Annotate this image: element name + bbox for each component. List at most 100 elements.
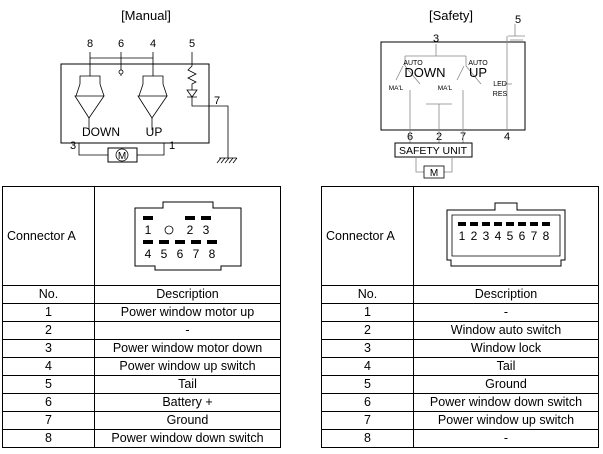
safety-motor-label: M	[430, 168, 438, 179]
connector-b-face-icon: 1 2 3 4 5 6 7 8	[446, 202, 566, 267]
pin-7-label: 7	[192, 247, 199, 261]
manual-terminal-6: 6	[118, 38, 124, 50]
row-description: Window lock	[413, 339, 599, 358]
connector-name: Connector A	[321, 186, 414, 286]
pin-7-label: 7	[531, 229, 538, 243]
pin-4-slot	[494, 222, 502, 226]
connector-name: Connector A	[2, 186, 95, 286]
row-no: 8	[321, 429, 414, 448]
connector-picture: 1 2 3 4 5 6 7 8	[413, 186, 599, 286]
manual-terminal-node	[118, 69, 124, 75]
connector-table-manual: Connector A 1 2 3 4 5 6 7 8	[2, 186, 281, 448]
manual-terminal-4: 4	[150, 38, 156, 50]
manual-resistor	[187, 65, 197, 90]
table-row: 1-	[321, 303, 599, 322]
safety-top-bus	[404, 44, 467, 66]
row-description: -	[94, 321, 281, 340]
pin-1-slot	[458, 222, 466, 226]
row-no: 6	[321, 393, 414, 412]
pin-6-label: 6	[176, 247, 183, 261]
header-no: No.	[2, 285, 95, 304]
safety-down-label: DOWN	[404, 65, 445, 80]
manual-motor-leads	[78, 143, 165, 156]
pin-8-label: 8	[208, 247, 215, 261]
manual-terminal-5: 5	[189, 38, 195, 50]
manual-terminal-1: 1	[169, 140, 175, 152]
safety-manual-right: MA'L	[438, 85, 453, 92]
row-no: 7	[2, 411, 95, 430]
connector-a-outline	[134, 201, 241, 271]
safety-title: [Safety]	[429, 8, 473, 23]
safety-auto-right: AUTO	[468, 60, 488, 67]
manual-terminal-7: 7	[214, 95, 220, 107]
table-header: No. Description	[2, 285, 281, 304]
pin-7-slot	[190, 240, 201, 244]
connector-b-outline-outer	[446, 202, 566, 267]
manual-up-switch	[137, 75, 168, 119]
header-description: Description	[94, 285, 281, 304]
safety-manual-left: MA'L	[389, 85, 404, 92]
pin-3-label: 3	[483, 229, 490, 243]
safety-up-label: UP	[469, 65, 487, 80]
pin-2-label: 2	[186, 223, 193, 237]
pin-3-label: 3	[202, 223, 209, 237]
manual-terminal-3: 3	[70, 140, 76, 152]
safety-terminal-3: 3	[433, 33, 439, 45]
table-header: No. Description	[321, 285, 599, 304]
row-description: Battery +	[94, 393, 281, 412]
row-no: 7	[321, 411, 414, 430]
pin-1-label: 1	[459, 229, 466, 243]
safety-res-label: RES	[493, 91, 508, 98]
manual-title: [Manual]	[121, 8, 171, 23]
pin-3-slot	[482, 222, 490, 226]
row-no: 1	[321, 303, 414, 322]
connector-a-face-icon: 1 2 3 4 5 6 7 8	[134, 201, 241, 271]
table-row: 8-	[321, 429, 599, 448]
safety-unit-box	[394, 142, 473, 158]
row-no: 5	[2, 375, 95, 394]
row-no: 4	[2, 357, 95, 376]
pin-6-slot	[174, 240, 185, 244]
pin-3-slot	[200, 216, 211, 220]
pin-8-slot	[206, 240, 217, 244]
pin-4-slot	[142, 240, 153, 244]
row-no: 3	[2, 339, 95, 358]
manual-terminal-8: 8	[87, 38, 93, 50]
row-description: -	[413, 303, 599, 322]
pin-8-slot	[542, 222, 550, 226]
pin-1-slot	[142, 216, 153, 220]
row-description: Ground	[413, 375, 599, 394]
row-no: 1	[2, 303, 95, 322]
manual-schematic: [Manual] 8 6 4 5 7 3 1 DOWN UP M	[60, 8, 238, 164]
safety-unit-label: SAFETY UNIT	[399, 145, 468, 157]
row-no: 2	[321, 321, 414, 340]
pin-6-slot	[518, 222, 526, 226]
manual-motor-label: M	[118, 151, 126, 162]
row-description: Tail	[94, 375, 281, 394]
pin-6-label: 6	[519, 229, 526, 243]
safety-schematic: [Safety] 3 5 6 2 7 4 AUTO AUTO DOWN UP M…	[380, 8, 526, 179]
manual-diode	[186, 89, 207, 107]
row-description: Power window up switch	[413, 411, 599, 430]
safety-led-label: LED	[493, 81, 507, 88]
manual-down-label: DOWN	[82, 125, 120, 139]
safety-auto-left: AUTO	[403, 60, 423, 67]
row-description: Tail	[413, 357, 599, 376]
row-no: 6	[2, 393, 95, 412]
safety-switch-arms	[395, 65, 482, 85]
row-no: 2	[2, 321, 95, 340]
safety-ground-icon	[508, 24, 525, 41]
row-description: Power window motor down	[94, 339, 281, 358]
safety-lower-leads	[409, 90, 464, 130]
